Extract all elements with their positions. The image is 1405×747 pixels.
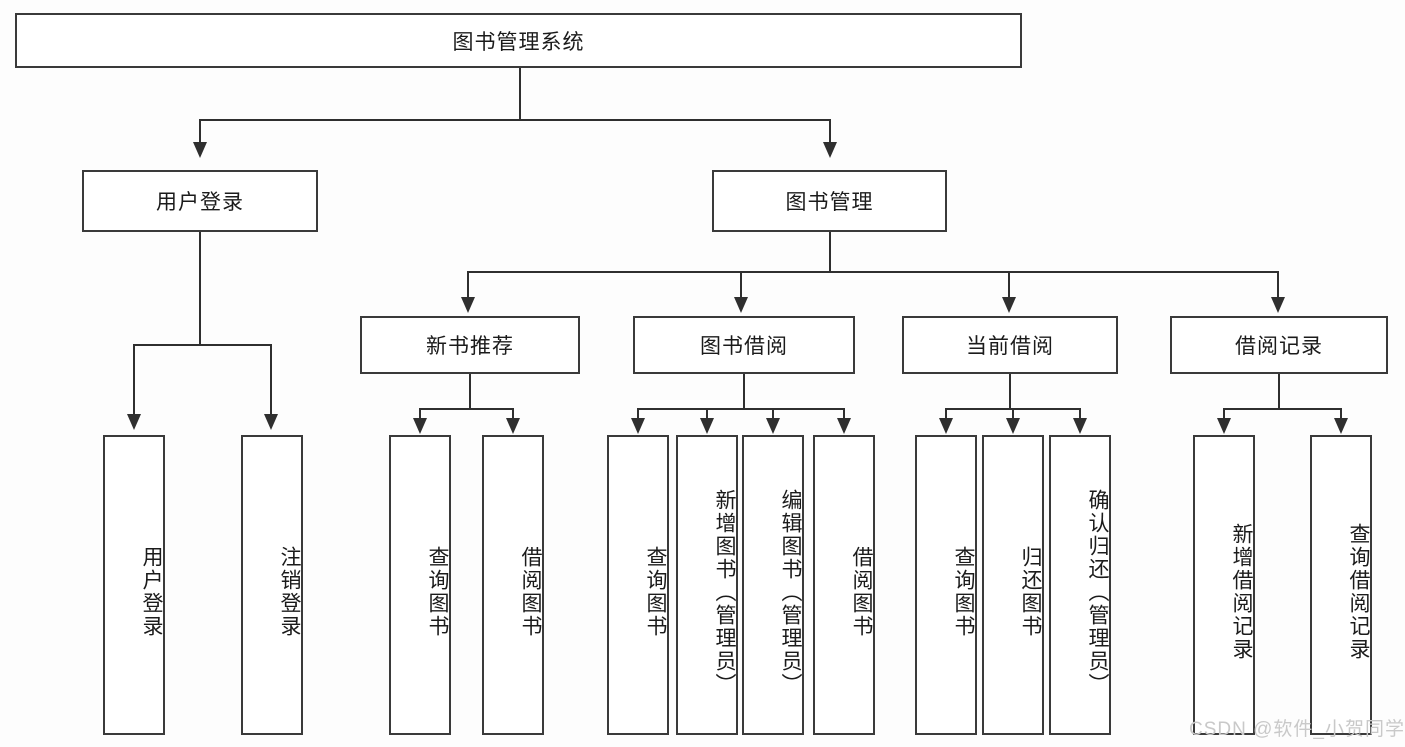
leaf-user-login[interactable]: 用户登录 <box>103 435 165 735</box>
connector-user-login-to-leaf-1 <box>270 344 272 416</box>
connector-book-borrow-down <box>743 374 745 410</box>
node-label: 新增图书（管理员） <box>713 488 736 696</box>
node-label: 用户登录 <box>140 546 163 638</box>
node-label: 编辑图书（管理员） <box>779 488 802 696</box>
node-label: 新增借阅记录 <box>1230 523 1253 661</box>
node-label: 新书推荐 <box>426 335 514 358</box>
leaf-add-record[interactable]: 新增借阅记录 <box>1193 435 1255 735</box>
connector-root-to-user-login <box>199 119 201 144</box>
leaf-query-record[interactable]: 查询借阅记录 <box>1310 435 1372 735</box>
arrow-to-book-borrow <box>734 297 748 313</box>
connector-root-to-book-management <box>829 119 831 144</box>
arrow-to-book-management <box>823 142 837 158</box>
arrow-to-current-borrow <box>1002 297 1016 313</box>
node-label: 归还图书 <box>1019 546 1042 638</box>
connector-bb-leaf-3 <box>843 408 845 420</box>
connector-user-login-to-leaf-0 <box>133 344 135 416</box>
arrow-to-leaf-return-book <box>1006 418 1020 434</box>
arrow-to-leaf-add-record <box>1217 418 1231 434</box>
arrow-to-leaf-confirm-return <box>1073 418 1087 434</box>
leaf-query-book-2[interactable]: 查询图书 <box>607 435 669 735</box>
connector-nbr-leaf-0 <box>419 408 421 420</box>
arrow-to-leaf-add-book <box>700 418 714 434</box>
leaf-logout[interactable]: 注销登录 <box>241 435 303 735</box>
connector-book-management-down <box>829 232 831 272</box>
leaf-query-book-3[interactable]: 查询图书 <box>915 435 977 735</box>
leaf-edit-book[interactable]: 编辑图书（管理员） <box>742 435 804 735</box>
connector-level3-bus <box>467 271 1278 273</box>
arrow-to-borrow-record <box>1271 297 1285 313</box>
connector-user-login-down <box>199 232 201 345</box>
node-label: 确认归还（管理员） <box>1086 488 1109 696</box>
connector-to-new-book-recommend <box>467 271 469 299</box>
node-book-management[interactable]: 图书管理 <box>712 170 947 232</box>
node-label: 图书管理系统 <box>452 30 585 54</box>
arrow-to-leaf-logout <box>264 414 278 430</box>
node-label: 查询借阅记录 <box>1347 523 1370 661</box>
arrow-to-new-book-recommend <box>461 297 475 313</box>
node-label: 借阅记录 <box>1235 335 1323 358</box>
connector-to-borrow-record <box>1277 271 1279 299</box>
connector-bb-leaf-0 <box>637 408 639 420</box>
node-current-borrow[interactable]: 当前借阅 <box>902 316 1118 374</box>
arrow-to-leaf-borrow-book-2 <box>837 418 851 434</box>
arrow-to-leaf-user-login <box>127 414 141 430</box>
node-label: 查询图书 <box>644 546 667 638</box>
connector-bb-leaf-1 <box>706 408 708 420</box>
node-label: 图书借阅 <box>700 335 788 358</box>
leaf-confirm-return[interactable]: 确认归还（管理员） <box>1049 435 1111 735</box>
connector-book-borrow-bus <box>637 408 844 410</box>
connector-current-borrow-down <box>1009 374 1011 410</box>
connector-to-book-borrow <box>740 271 742 299</box>
arrow-to-leaf-query-book-2 <box>631 418 645 434</box>
connector-root-down <box>519 68 521 120</box>
node-label: 用户登录 <box>156 191 244 214</box>
node-new-book-recommend[interactable]: 新书推荐 <box>360 316 580 374</box>
arrow-to-leaf-query-book-1 <box>413 418 427 434</box>
connector-new-book-recommend-bus <box>419 408 513 410</box>
connector-new-book-recommend-down <box>469 374 471 410</box>
node-label: 查询图书 <box>952 546 975 638</box>
leaf-add-book[interactable]: 新增图书（管理员） <box>676 435 738 735</box>
node-label: 查询图书 <box>426 546 449 638</box>
connector-borrow-record-down <box>1278 374 1280 410</box>
node-book-borrow[interactable]: 图书借阅 <box>633 316 855 374</box>
arrow-to-leaf-query-record <box>1334 418 1348 434</box>
connector-bb-leaf-2 <box>772 408 774 420</box>
connector-br-leaf-1 <box>1340 408 1342 420</box>
connector-user-login-bus <box>133 344 270 346</box>
connector-cb-leaf-0 <box>945 408 947 420</box>
node-label: 当前借阅 <box>966 335 1054 358</box>
arrow-to-leaf-edit-book <box>766 418 780 434</box>
node-label: 借阅图书 <box>850 546 873 638</box>
arrow-to-leaf-query-book-3 <box>939 418 953 434</box>
connector-br-leaf-0 <box>1223 408 1225 420</box>
node-label: 注销登录 <box>278 546 301 638</box>
leaf-borrow-book-2[interactable]: 借阅图书 <box>813 435 875 735</box>
connector-borrow-record-bus <box>1223 408 1341 410</box>
leaf-return-book[interactable]: 归还图书 <box>982 435 1044 735</box>
leaf-query-book-1[interactable]: 查询图书 <box>389 435 451 735</box>
arrow-to-user-login <box>193 142 207 158</box>
leaf-borrow-book-1[interactable]: 借阅图书 <box>482 435 544 735</box>
node-root-system[interactable]: 图书管理系统 <box>15 13 1022 68</box>
node-borrow-record[interactable]: 借阅记录 <box>1170 316 1388 374</box>
connector-to-current-borrow <box>1008 271 1010 299</box>
connector-cb-leaf-1 <box>1012 408 1014 420</box>
connector-cb-leaf-2 <box>1079 408 1081 420</box>
node-label: 借阅图书 <box>519 546 542 638</box>
node-user-login[interactable]: 用户登录 <box>82 170 318 232</box>
connector-nbr-leaf-1 <box>512 408 514 420</box>
connector-root-bus <box>199 119 831 121</box>
node-label: 图书管理 <box>785 191 874 214</box>
arrow-to-leaf-borrow-book-1 <box>506 418 520 434</box>
